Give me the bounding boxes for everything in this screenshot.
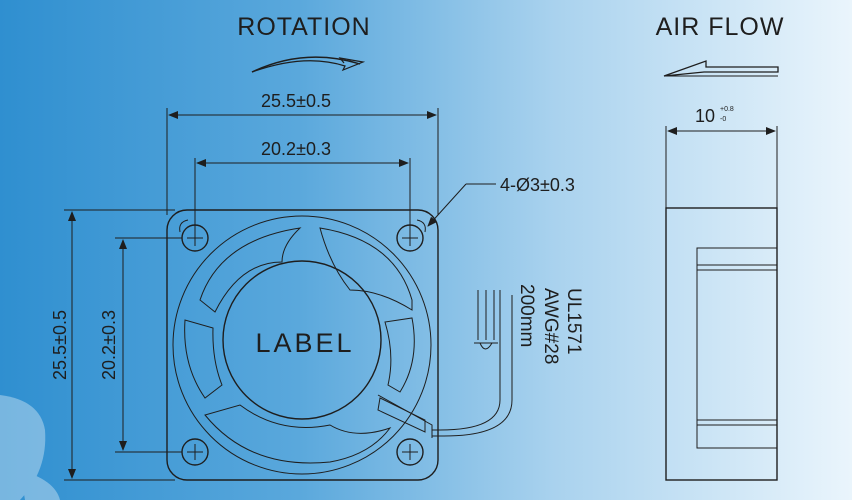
- background-watermark: [0, 395, 60, 500]
- overall-width-dimension: 25.5±0.5: [166, 91, 439, 215]
- overall-height-dimension: 25.5±0.5: [50, 209, 175, 481]
- thickness-tol-minus: -0: [720, 116, 726, 123]
- mounting-hole: [396, 224, 424, 252]
- airflow-title: AIR FLOW: [656, 13, 785, 41]
- hole-spacing-width-label: 20.2±0.3: [261, 139, 331, 159]
- mounting-hole-leader: 4-Ø3±0.3: [427, 175, 575, 227]
- mounting-hole: [396, 438, 424, 466]
- wire-spec-line3: 200mm: [516, 284, 537, 347]
- thickness-label: 10: [695, 106, 715, 126]
- wire-spec: UL1571 AWG#28 200mm: [516, 284, 584, 364]
- hole-spacing-height-dimension: 20.2±0.3: [99, 237, 182, 453]
- fan-frame: [166, 209, 439, 481]
- hub-label: LABEL: [255, 328, 354, 358]
- rotation-arrow-icon: [251, 56, 366, 73]
- fan-spokes: [184, 227, 426, 464]
- thickness-tol-plus: +0.8: [720, 106, 734, 113]
- rotation-title: ROTATION: [237, 13, 370, 41]
- fan-hub: [222, 260, 382, 420]
- mounting-hole: [181, 438, 209, 466]
- hole-spacing-width-dimension: 20.2±0.3: [194, 139, 411, 236]
- lead-wires: [377, 290, 513, 438]
- overall-width-label: 25.5±0.5: [261, 91, 331, 111]
- mounting-hole: [181, 224, 209, 252]
- hole-spacing-height-label: 20.2±0.3: [99, 310, 119, 380]
- airflow-arrow-icon: [663, 60, 779, 77]
- overall-height-label: 25.5±0.5: [50, 310, 70, 380]
- fan-side-view: [665, 207, 778, 481]
- wire-spec-line1: UL1571: [563, 288, 584, 355]
- mounting-holes-label: 4-Ø3±0.3: [500, 175, 575, 195]
- thickness-dimension: 10 +0.8 -0: [665, 106, 778, 208]
- wire-spec-line2: AWG#28: [540, 288, 561, 364]
